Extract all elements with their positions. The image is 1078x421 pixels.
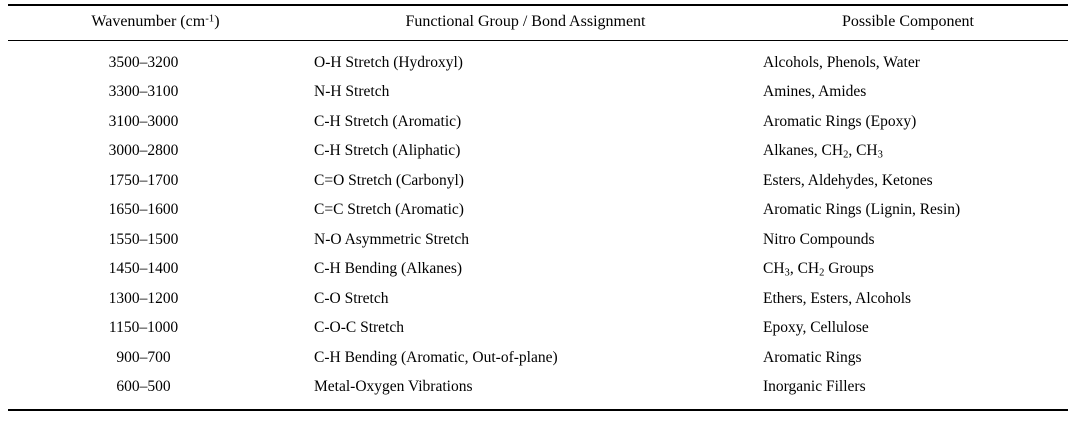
cell-assignment: C=O Stretch (Carbonyl) bbox=[314, 171, 464, 189]
table-row: 900–700 C-H Bending (Aromatic, Out-of-pla… bbox=[8, 343, 1068, 373]
component-subscript: 2 bbox=[843, 149, 849, 161]
column-header-component: Possible Component bbox=[748, 3, 1068, 41]
cell-wavenumber: 900–700 bbox=[116, 348, 171, 366]
cell-component: Aromatic Rings (Lignin, Resin) bbox=[748, 195, 1068, 225]
table-row: 3300–3100 N-H Stretch Amines, Amides bbox=[8, 77, 1068, 107]
cell-component: Epoxy, Cellulose bbox=[748, 313, 1068, 343]
cell-assignment: C-O-C Stretch bbox=[314, 319, 404, 337]
table-row: 3500–3200 O-H Stretch (Hydroxyl) Alcohols,… bbox=[8, 40, 1068, 77]
cell-component: Amines, Amides bbox=[748, 77, 1068, 107]
component-text: Aromatic Rings bbox=[763, 348, 862, 366]
component-text: Inorganic Fillers bbox=[763, 378, 866, 396]
column-header-wavenumber: Wavenumber (cm-1) bbox=[8, 3, 303, 41]
component-text: Nitro Compounds bbox=[763, 230, 875, 248]
cell-assignment: C=C Stretch (Aromatic) bbox=[314, 201, 464, 219]
component-subscript: 3 bbox=[784, 267, 790, 279]
component-text: Aromatic Rings (Epoxy) bbox=[763, 112, 917, 130]
table-row: 1450–1400 C-H Bending (Alkanes) CH3, CH2 G… bbox=[8, 254, 1068, 284]
table-row: 1150–1000 C-O-C Stretch Epoxy, Cellulose bbox=[8, 313, 1068, 343]
cell-assignment: C-H Bending (Alkanes) bbox=[314, 260, 463, 278]
cell-component: Alkanes, CH2, CH3 bbox=[748, 136, 1068, 166]
cell-component: Aromatic Rings bbox=[748, 343, 1068, 373]
cell-assignment: O-H Stretch (Hydroxyl) bbox=[314, 53, 463, 71]
table-header-row: Wavenumber (cm-1) Functional Group / Bon… bbox=[8, 3, 1068, 41]
table-row: 600–500 Metal-Oxygen Vibrations Inorganic … bbox=[8, 372, 1068, 402]
table-bottom-rule bbox=[8, 409, 1068, 411]
cell-wavenumber: 600–500 bbox=[116, 378, 171, 396]
component-text: Groups bbox=[824, 260, 874, 278]
component-text: , CH bbox=[789, 260, 820, 278]
cell-assignment: Metal-Oxygen Vibrations bbox=[314, 378, 473, 396]
cell-assignment: C-H Bending (Aromatic, Out-of-plane) bbox=[314, 348, 558, 366]
table-header: Wavenumber (cm-1) Functional Group / Bon… bbox=[8, 3, 1068, 41]
component-text: Amines, Amides bbox=[763, 83, 867, 101]
column-header-assignment: Functional Group / Bond Assignment bbox=[303, 3, 748, 41]
component-text: Aromatic Rings (Lignin, Resin) bbox=[763, 201, 961, 219]
component-text: , CH bbox=[848, 142, 878, 160]
table-row: 3000–2800 C-H Stretch (Aliphatic) Alkanes,… bbox=[8, 136, 1068, 166]
cell-wavenumber: 3500–3200 bbox=[108, 53, 179, 71]
component-text: Ethers, Esters, Alcohols bbox=[763, 289, 912, 307]
cell-component: CH3, CH2 Groups bbox=[748, 254, 1068, 284]
table-row: 1550–1500 N-O Asymmetric Stretch Nitro Com… bbox=[8, 225, 1068, 255]
cell-wavenumber: 1450–1400 bbox=[108, 260, 179, 278]
table-row: 1300–1200 C-O Stretch Ethers, Esters, Alco… bbox=[8, 284, 1068, 314]
cell-component: Aromatic Rings (Epoxy) bbox=[748, 107, 1068, 137]
component-text: Esters, Aldehydes, Ketones bbox=[763, 171, 933, 189]
table-row: 1750–1700 C=O Stretch (Carbonyl) Esters, A… bbox=[8, 166, 1068, 196]
ir-assignment-table: Wavenumber (cm-1) Functional Group / Bon… bbox=[8, 3, 1068, 402]
cell-assignment: C-H Stretch (Aromatic) bbox=[314, 112, 462, 130]
cell-wavenumber: 3300–3100 bbox=[108, 83, 179, 101]
component-text: Alcohols, Phenols, Water bbox=[763, 53, 920, 71]
cell-assignment: C-O Stretch bbox=[314, 289, 389, 307]
cell-component: Alcohols, Phenols, Water bbox=[748, 40, 1068, 77]
cell-wavenumber: 1300–1200 bbox=[108, 289, 179, 307]
table-row: 3100–3000 C-H Stretch (Aromatic) Aromatic … bbox=[8, 107, 1068, 137]
cell-component: Inorganic Fillers bbox=[748, 372, 1068, 402]
table-row: 1650–1600 C=C Stretch (Aromatic) Aromatic … bbox=[8, 195, 1068, 225]
component-subscript: 3 bbox=[877, 149, 883, 161]
cell-wavenumber: 1550–1500 bbox=[108, 230, 179, 248]
cell-component: Ethers, Esters, Alcohols bbox=[748, 284, 1068, 314]
column-header-wavenumber-prefix: Wavenumber (cm bbox=[91, 13, 206, 30]
cell-wavenumber: 1150–1000 bbox=[108, 319, 179, 337]
cell-component: Nitro Compounds bbox=[748, 225, 1068, 255]
cell-wavenumber: 1650–1600 bbox=[108, 201, 179, 219]
column-header-wavenumber-suffix: ) bbox=[214, 13, 220, 30]
component-subscript: 2 bbox=[819, 267, 825, 279]
cell-wavenumber: 1750–1700 bbox=[108, 171, 179, 189]
cell-wavenumber: 3100–3000 bbox=[108, 112, 179, 130]
component-text: Alkanes, CH bbox=[763, 142, 844, 160]
component-text: Epoxy, Cellulose bbox=[763, 319, 869, 337]
table-body: 3500–3200 O-H Stretch (Hydroxyl) Alcohols,… bbox=[8, 40, 1068, 402]
column-header-wavenumber-superscript: -1 bbox=[205, 12, 215, 25]
cell-assignment: N-H Stretch bbox=[314, 83, 390, 101]
cell-component: Esters, Aldehydes, Ketones bbox=[748, 166, 1068, 196]
cell-assignment: N-O Asymmetric Stretch bbox=[314, 230, 469, 248]
cell-assignment: C-H Stretch (Aliphatic) bbox=[314, 142, 461, 160]
component-text: CH bbox=[763, 260, 785, 278]
cell-wavenumber: 3000–2800 bbox=[108, 142, 179, 160]
ir-assignment-table-container: Wavenumber (cm-1) Functional Group / Bon… bbox=[8, 3, 1068, 402]
